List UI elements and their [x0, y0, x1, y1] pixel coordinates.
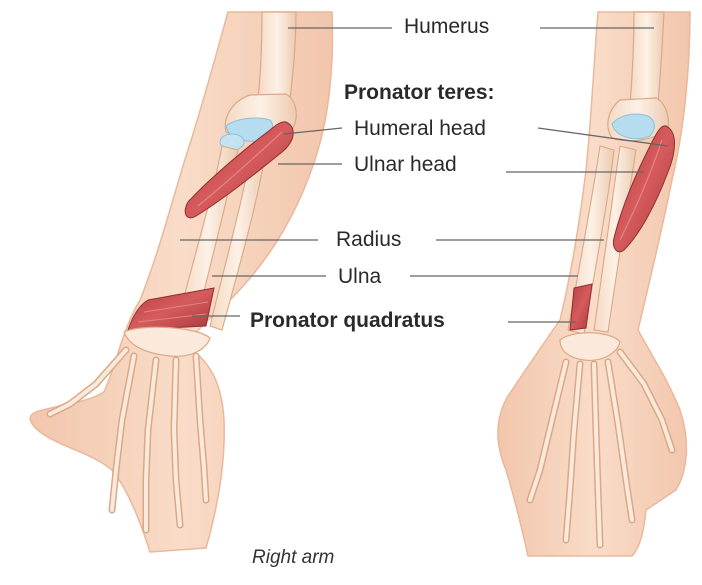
left-arm — [30, 12, 332, 552]
left-humerus — [258, 12, 296, 100]
ulna-label: Ulna — [338, 266, 381, 287]
humerus-label: Humerus — [404, 16, 489, 37]
pronator-quadratus-label: Pronator quadratus — [250, 310, 445, 331]
ulnar-head-label: Ulnar head — [354, 154, 457, 175]
right-arm — [498, 12, 690, 556]
pronator-teres-heading: Pronator teres: — [344, 82, 495, 103]
radius-label: Radius — [336, 229, 401, 250]
figure-caption: Right arm — [252, 548, 334, 567]
humeral-head-label: Humeral head — [354, 118, 486, 139]
right-humerus — [630, 12, 664, 104]
